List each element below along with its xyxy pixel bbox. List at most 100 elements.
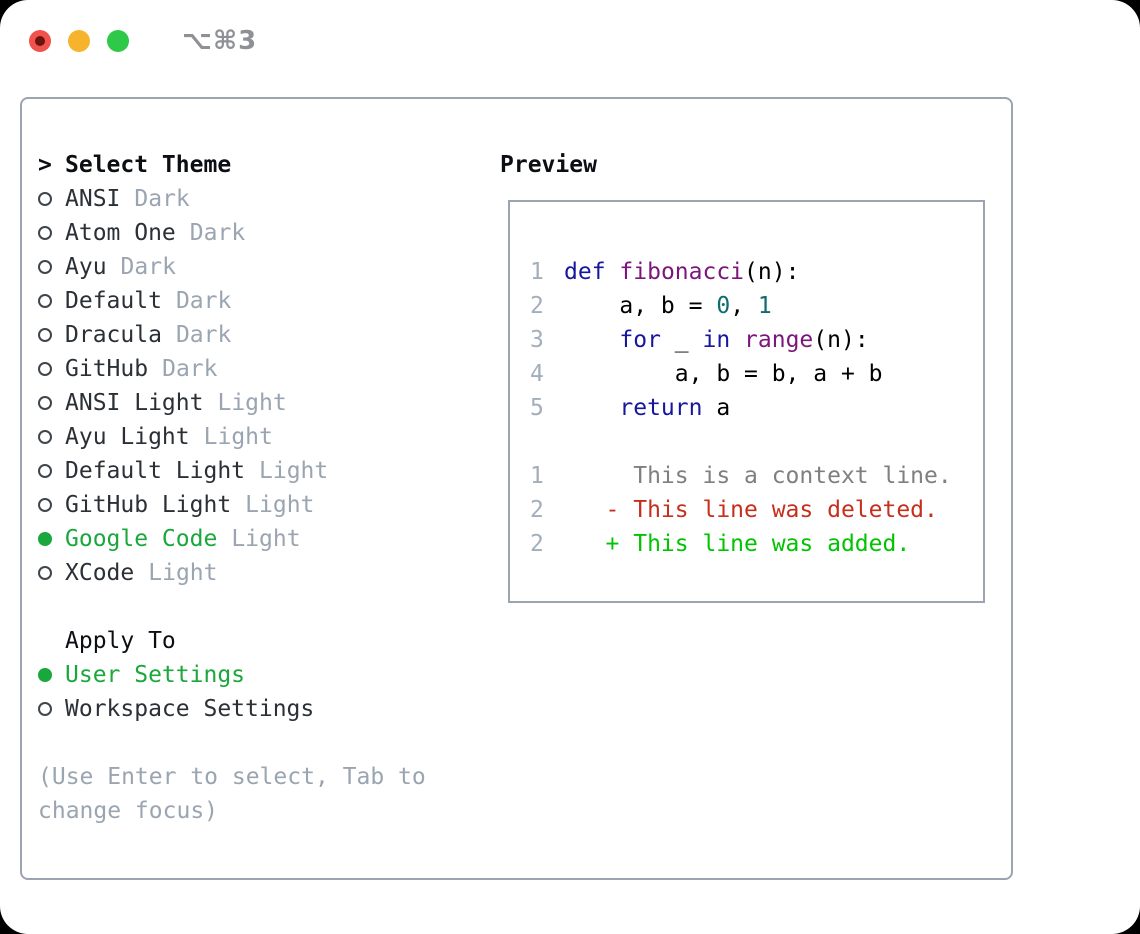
code-line: 5 return a: [530, 391, 983, 425]
spacer: [38, 590, 500, 624]
code-line: 1 def fibonacci(n):: [530, 255, 983, 289]
theme-option[interactable]: ANSI Light Light: [38, 386, 500, 420]
spacer: [38, 726, 500, 760]
theme-variant: Dark: [134, 186, 190, 212]
theme-variant: Dark: [175, 288, 232, 314]
theme-name: Default: [65, 288, 162, 314]
theme-option[interactable]: Default Dark: [38, 284, 500, 318]
radio-icon: [38, 464, 52, 478]
theme-variant: Light: [148, 560, 218, 586]
theme-name: Ayu: [65, 254, 107, 280]
line-number: 2: [530, 293, 544, 319]
diff-line: 2 - This line was deleted.: [530, 493, 983, 527]
theme-variant: Light: [245, 492, 315, 518]
theme-name: Ayu Light: [65, 424, 190, 450]
line-number: 1: [530, 463, 544, 489]
theme-variant: Dark: [189, 220, 246, 246]
code-line: 2 a, b = 0, 1: [530, 289, 983, 323]
theme-option[interactable]: Ayu Light Light: [38, 420, 500, 454]
line-content: a, b = b, a + b: [564, 361, 883, 387]
theme-option[interactable]: ANSI Dark: [38, 182, 500, 216]
line-number: 2: [530, 531, 544, 557]
theme-option[interactable]: Dracula Dark: [38, 318, 500, 352]
theme-name: ANSI Light: [65, 390, 204, 416]
apply-to-header: Apply To: [65, 628, 176, 654]
window-title: ⌥⌘3: [182, 26, 258, 56]
radio-icon: [38, 702, 52, 716]
theme-list-header-row: > Select Theme: [38, 148, 500, 182]
line-content: for _ in range(n):: [619, 327, 869, 353]
theme-option[interactable]: XCode Light: [38, 556, 500, 590]
radio-icon: [38, 498, 52, 512]
theme-option[interactable]: GitHub Dark: [38, 352, 500, 386]
radio-icon: [38, 566, 52, 580]
apply-to-header-row: Apply To: [38, 624, 500, 658]
theme-name: Google Code: [65, 526, 218, 552]
blank-line: [530, 425, 983, 459]
radio-icon: [38, 430, 52, 444]
radio-icon: [38, 192, 52, 206]
line-content: a, b = 0, 1: [564, 293, 772, 319]
traffic-light-close-icon[interactable]: [29, 30, 51, 52]
theme-option[interactable]: Default Light Light: [38, 454, 500, 488]
theme-option[interactable]: Google Code Light: [38, 522, 500, 556]
diff-line: 2 + This line was added.: [530, 527, 983, 561]
theme-variant: Light: [203, 424, 273, 450]
theme-variant: Light: [231, 526, 301, 552]
apply-option-label: User Settings: [65, 662, 246, 688]
code-line: 3 for _ in range(n):: [530, 323, 983, 357]
theme-name: Default Light: [65, 458, 246, 484]
radio-icon: [38, 226, 52, 240]
cursor-indicator: >: [38, 152, 52, 178]
theme-option[interactable]: Ayu Dark: [38, 250, 500, 284]
theme-variant: Light: [259, 458, 329, 484]
apply-option-label: Workspace Settings: [65, 696, 315, 722]
line-number: 2: [530, 497, 544, 523]
apply-option[interactable]: Workspace Settings: [38, 692, 500, 726]
diff-line: 1 This is a context line.: [530, 459, 983, 493]
theme-variant: Dark: [120, 254, 176, 280]
line-content: This is a context line.: [564, 463, 952, 489]
line-content: - This line was deleted.: [564, 497, 938, 523]
line-number: 4: [530, 361, 544, 387]
theme-option[interactable]: Atom One Dark: [38, 216, 500, 250]
hint-text: (Use Enter to select, Tab to change focu…: [38, 764, 426, 824]
theme-name: GitHub Light: [65, 492, 232, 518]
line-number: 3: [530, 327, 544, 353]
theme-name: GitHub: [65, 356, 149, 382]
traffic-light-zoom-icon[interactable]: [107, 30, 129, 52]
line-number: [530, 425, 564, 459]
line-number: 5: [530, 395, 544, 421]
radio-icon: [38, 396, 52, 410]
line-content: return a: [619, 395, 731, 421]
radio-icon: [38, 668, 52, 682]
theme-name: Atom One: [65, 220, 176, 246]
theme-name: XCode: [65, 560, 135, 586]
titlebar: ⌥⌘3: [29, 26, 257, 56]
theme-variant: Dark: [175, 322, 232, 348]
theme-name: ANSI: [65, 186, 121, 212]
traffic-light-minimize-icon[interactable]: [68, 30, 90, 52]
theme-name: Dracula: [65, 322, 162, 348]
line-number: 1: [530, 259, 544, 285]
radio-icon: [38, 294, 52, 308]
preview-title: Preview: [500, 152, 597, 178]
theme-variant: Light: [217, 390, 287, 416]
radio-icon: [38, 328, 52, 342]
theme-variant: Dark: [162, 356, 218, 382]
radio-icon: [38, 532, 52, 546]
radio-icon: [38, 260, 52, 274]
apply-option[interactable]: User Settings: [38, 658, 500, 692]
theme-option[interactable]: GitHub Light Light: [38, 488, 500, 522]
code-line: 4 a, b = b, a + b: [530, 357, 983, 391]
radio-icon: [38, 362, 52, 376]
line-content: + This line was added.: [564, 531, 911, 557]
line-content: def fibonacci(n):: [564, 259, 800, 285]
